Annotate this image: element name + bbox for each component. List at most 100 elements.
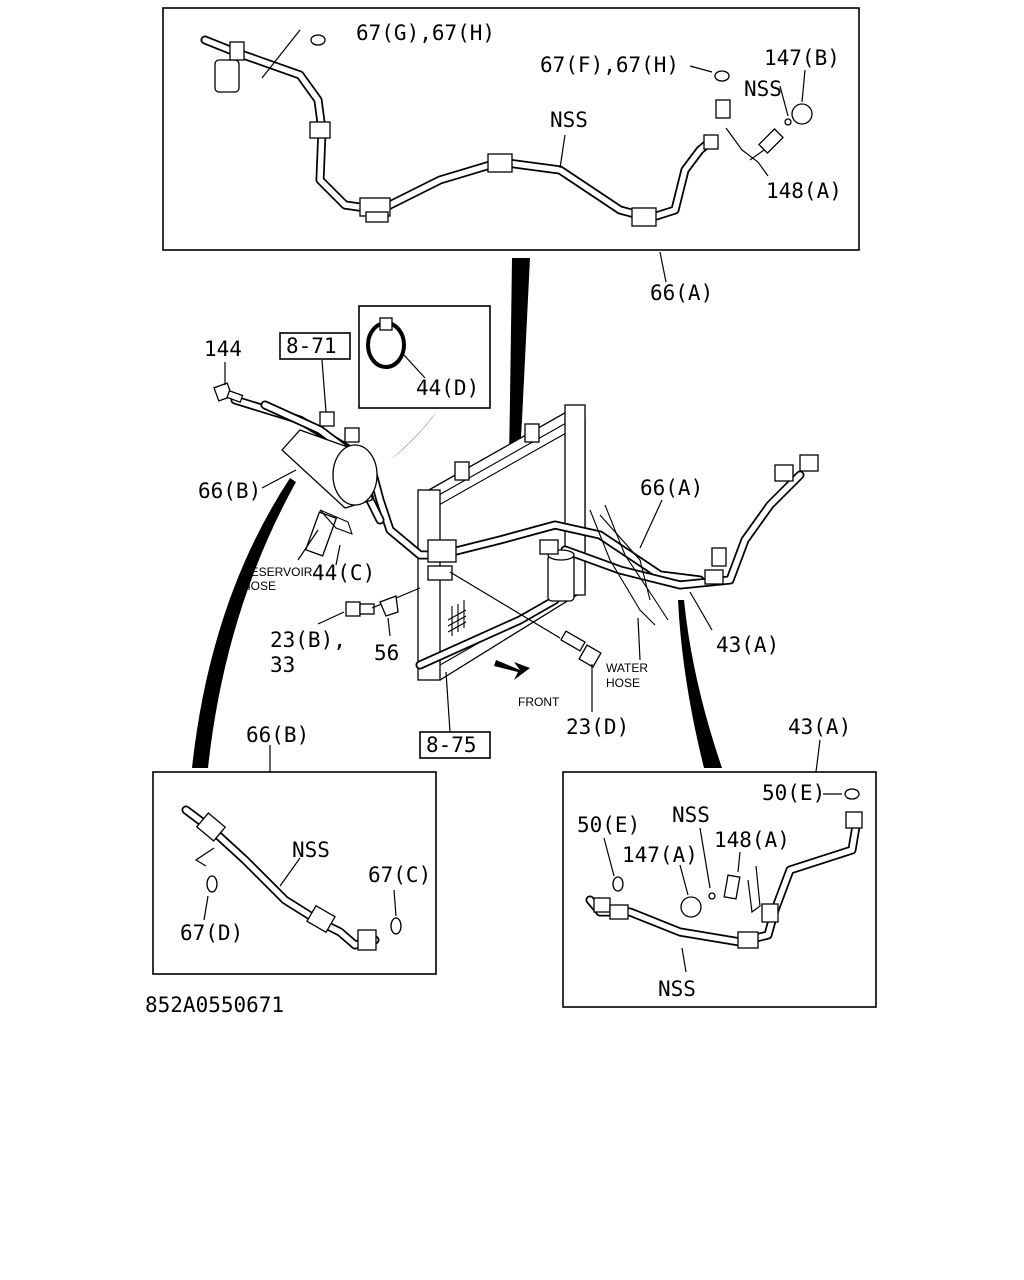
leader-line	[194, 847, 215, 867]
condenser-core-grid	[447, 600, 467, 636]
water-hose	[589, 509, 656, 626]
leader-line	[747, 865, 761, 914]
pipe-bracket	[427, 539, 457, 563]
leader-line	[779, 85, 789, 117]
leader-line	[681, 947, 687, 973]
leader-line	[637, 617, 641, 661]
leader-line	[559, 134, 566, 169]
o-ring-icon	[714, 70, 730, 82]
valve-core-icon	[723, 874, 741, 900]
leader-line	[387, 617, 391, 637]
label-water-hose: WATER	[606, 661, 648, 675]
label-ref-8-75: 8-75	[426, 733, 477, 757]
hose-fitting-nut	[845, 811, 863, 829]
o-ring-icon	[612, 876, 624, 892]
leader-line	[403, 354, 426, 379]
leader-line	[679, 864, 689, 896]
hose-43a-detail	[585, 811, 863, 949]
service-port	[761, 903, 779, 923]
leader-line	[815, 739, 821, 773]
label-o-ring-67d: 67(D)	[180, 921, 243, 945]
leader-line	[321, 359, 327, 413]
hose-fitting	[214, 59, 240, 93]
callout-swoosh	[192, 478, 296, 768]
condenser-bracket	[524, 423, 540, 443]
pipe-bracket	[427, 565, 453, 581]
hose-end-fitting	[799, 454, 819, 472]
label-o-ring-50e-left: 50(E)	[577, 813, 640, 837]
bolt-23b-icon	[345, 601, 375, 617]
label-nss-valve: NSS	[672, 803, 710, 827]
hose-end-fitting	[774, 464, 794, 482]
reservoir-hose	[304, 511, 338, 557]
label-bolt-33: 33	[270, 653, 295, 677]
compressor-fitting	[344, 427, 360, 443]
crimp-sleeve	[609, 904, 629, 920]
receiver-dryer	[539, 539, 575, 602]
label-reservoir-hose-2: HOSE	[242, 579, 276, 593]
valve-seal-icon	[708, 892, 716, 900]
label-front: FRONT	[518, 695, 560, 709]
service-port-nut	[715, 99, 731, 119]
bolt-144-icon	[213, 382, 244, 403]
leader-line	[297, 529, 319, 561]
condenser	[417, 404, 586, 681]
front-arrow-icon	[494, 660, 530, 680]
leader-line	[689, 65, 713, 73]
callout-swoosh	[678, 600, 722, 768]
label-bolt-23d: 23(D)	[566, 715, 629, 739]
label-water-hose-2: HOSE	[606, 676, 640, 690]
condenser-tank-left	[417, 489, 441, 681]
leader-line	[659, 251, 667, 283]
compressor	[281, 411, 378, 509]
label-hose-66a: 66(A)	[640, 476, 703, 500]
hose-66a-detail	[200, 35, 731, 227]
label-ref-8-71: 8-71	[286, 334, 337, 358]
label-o-ring-fh: 67(F),67(H)	[540, 53, 679, 77]
bottom-left-panel: 66(B) NSS 67(C) 67(D)	[152, 723, 437, 975]
clamp-44c-icon	[319, 509, 353, 535]
label-o-ring-50e-top: 50(E)	[762, 781, 825, 805]
water-hose	[604, 504, 669, 621]
leader-line	[689, 591, 713, 631]
dryer-fitting	[539, 539, 559, 555]
compressor-front	[332, 444, 378, 506]
label-valve-core-148a: 148(A)	[714, 828, 790, 852]
leader-line	[261, 29, 301, 79]
label-valve-core-148a: 148(A)	[766, 179, 842, 203]
o-ring-icon	[844, 788, 860, 800]
valve-core-icon	[749, 128, 784, 161]
bottom-right-panel: 43(A) 50(E) 50(E) NSS 148(A) 147(A) NSS	[562, 715, 877, 1008]
leader-line	[801, 69, 806, 103]
hose-fitting	[195, 812, 227, 842]
label-clamp-44c: 44(C)	[312, 561, 375, 585]
bottom-right-panel-frame	[562, 771, 877, 1008]
leader-line	[279, 857, 301, 887]
diagram-id: 852A0550671	[145, 993, 284, 1017]
leader-line	[449, 571, 561, 639]
leader-line	[699, 827, 711, 889]
leader-line	[261, 469, 297, 489]
label-ref-66b: 66(B)	[246, 723, 309, 747]
condenser-bracket	[454, 461, 470, 481]
leader-line	[737, 851, 741, 873]
hose-clip	[704, 569, 724, 585]
label-hose-66b: 66(B)	[198, 479, 261, 503]
hose-clip	[711, 547, 727, 567]
label-bolt-144: 144	[204, 337, 242, 361]
leader-line	[335, 544, 341, 566]
valve-seal-icon	[784, 118, 792, 126]
service-port	[703, 134, 719, 150]
label-nss-hose: NSS	[658, 977, 696, 1001]
bottom-left-panel-frame	[152, 771, 437, 975]
label-o-ring-gh: 67(G),67(H)	[356, 21, 495, 45]
callout-swoosh	[390, 410, 438, 460]
hose-fitting	[357, 929, 377, 951]
hose-clamp-icon	[366, 317, 406, 369]
leader-line	[203, 895, 209, 921]
o-ring-icon	[206, 875, 218, 893]
hose-fitting	[593, 897, 611, 913]
label-cap-147b: 147(B)	[764, 46, 840, 70]
label-cap-147a: 147(A)	[622, 843, 698, 867]
